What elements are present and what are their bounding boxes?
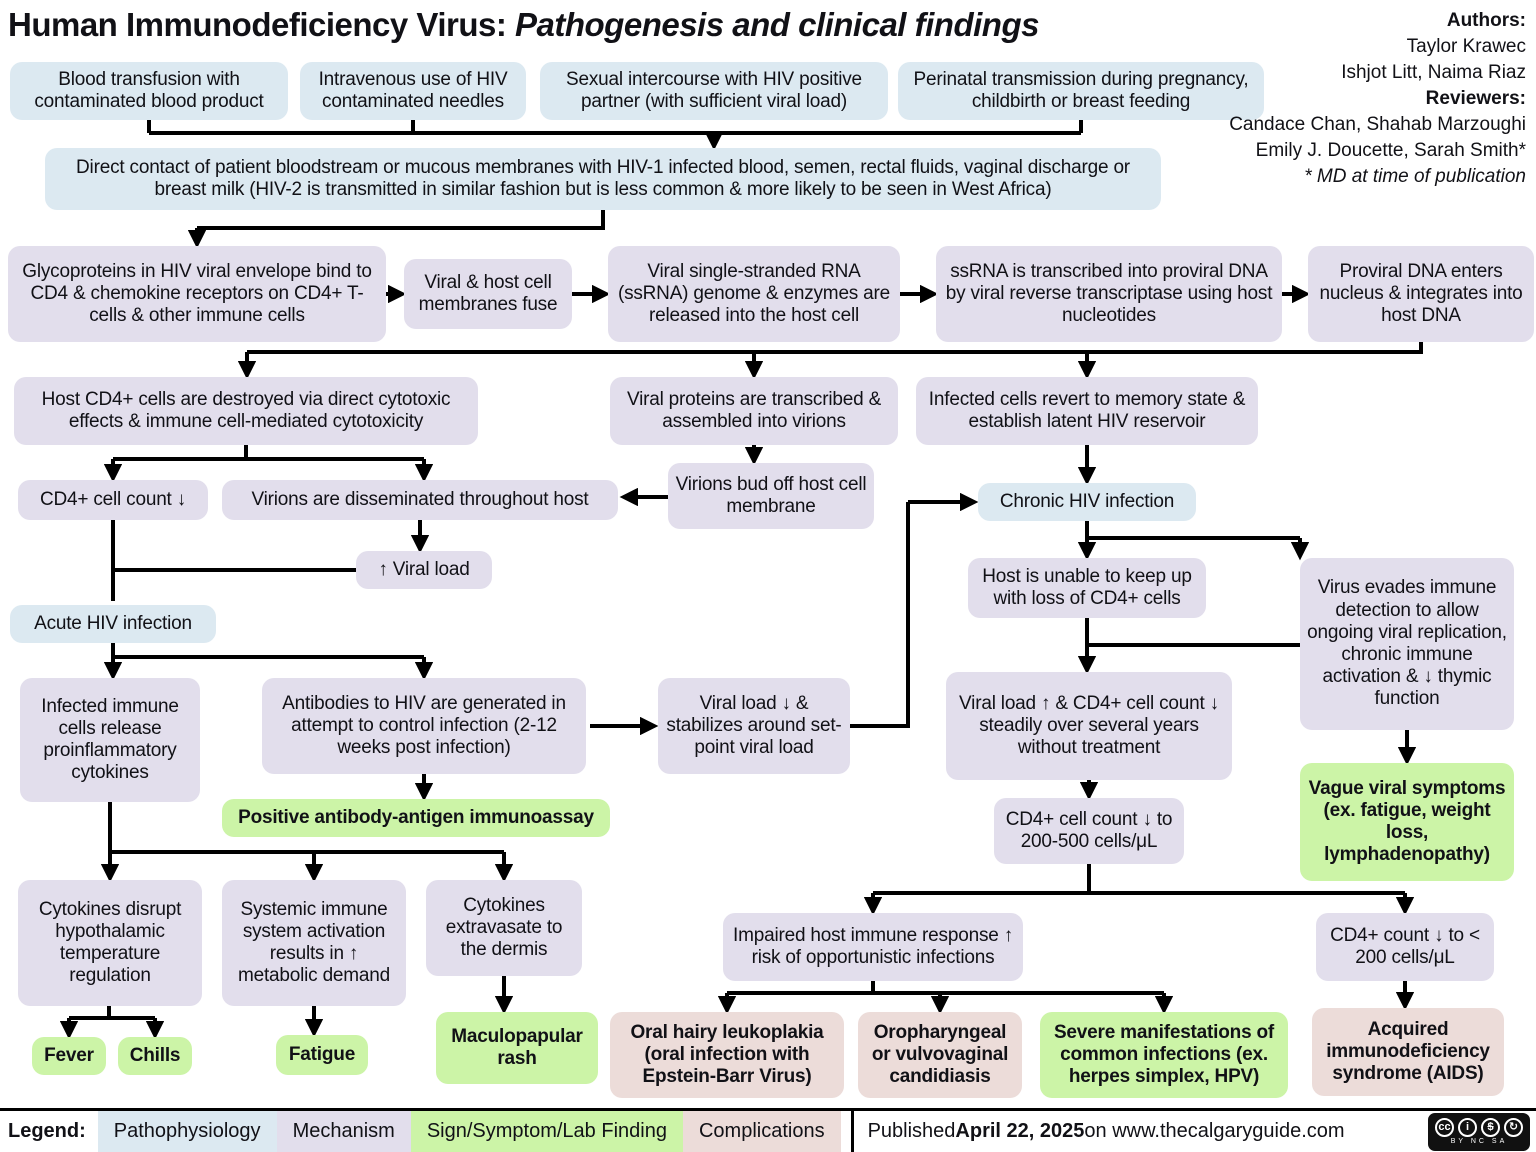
node-iv-needles: Intravenous use of HIV contaminated need… <box>300 62 526 120</box>
node-perinatal: Perinatal transmission during pregnancy,… <box>898 62 1264 120</box>
node-glycoprotein-binding: Glycoproteins in HIV viral envelope bind… <box>8 246 386 342</box>
node-cd4-200-500: CD4+ cell count ↓ to 200-500 cells/μL <box>994 798 1184 864</box>
published-date: April 22, 2025 <box>955 1120 1085 1142</box>
node-disseminated: Virions are disseminated throughout host <box>222 480 618 520</box>
legend-chip-mechanism: Mechanism <box>276 1111 411 1152</box>
node-fever: Fever <box>32 1037 106 1075</box>
published-line: Published April 22, 2025 on www.thecalga… <box>854 1111 1345 1152</box>
node-cd4-destruction: Host CD4+ cells are destroyed via direct… <box>14 377 478 445</box>
node-ssrna-release: Viral single-stranded RNA (ssRNA) genome… <box>608 246 900 342</box>
node-cd4-count-down: CD4+ cell count ↓ <box>18 480 208 520</box>
node-maculopapular-rash: Maculopapular rash <box>436 1012 598 1084</box>
node-chronic-hiv: Chronic HIV infection <box>978 483 1196 521</box>
node-viral-load-up: ↑ Viral load <box>356 551 492 589</box>
node-proviral-integration: Proviral DNA enters nucleus & integrates… <box>1308 246 1534 342</box>
node-candidiasis: Oropharyngeal or vulvovaginal candidiasi… <box>858 1012 1022 1098</box>
node-direct-contact: Direct contact of patient bloodstream or… <box>45 148 1161 210</box>
legend-chip-pathophysiology: Pathophysiology <box>97 1111 277 1152</box>
node-immunoassay: Positive antibody-antigen immunoassay <box>222 799 610 837</box>
published-site: on www.thecalgaryguide.com <box>1084 1120 1345 1142</box>
node-acute-hiv: Acute HIV infection <box>10 605 216 643</box>
node-steady-decline: Viral load ↑ & CD4+ cell count ↓ steadil… <box>946 672 1232 780</box>
node-severe-manifestations: Severe manifestations of common infectio… <box>1040 1012 1288 1098</box>
cc-caption: BY NC SA <box>1450 1138 1508 1145</box>
author-line: Taylor Krawec <box>1406 36 1526 57</box>
page-title: Human Immunodeficiency Virus: Pathogenes… <box>8 6 1039 44</box>
attribution-icon: i <box>1458 1118 1477 1137</box>
node-chills: Chills <box>118 1037 192 1075</box>
legend-bar: Legend: Pathophysiology Mechanism Sign/S… <box>0 1108 1536 1152</box>
reviewer-line: Emily J. Doucette, Sarah Smith* <box>1255 140 1526 161</box>
node-cytokine-extravasation: Cytokines extravasate to the dermis <box>426 880 582 976</box>
node-virion-budding: Virions bud off host cell membrane <box>668 463 874 529</box>
authors-label: Authors: <box>1446 10 1526 31</box>
legend-label: Legend: <box>8 1120 86 1142</box>
node-membrane-fusion: Viral & host cell membranes fuse <box>404 259 572 329</box>
cc-logo-icon: cc <box>1435 1118 1454 1137</box>
reviewers-label: Reviewers: <box>1425 88 1526 109</box>
title-subtitle: Pathogenesis and clinical findings <box>515 6 1039 43</box>
node-cytokine-release: Infected immune cells release proinflamm… <box>20 678 200 802</box>
noncommercial-icon: $ <box>1481 1118 1500 1137</box>
node-antibodies: Antibodies to HIV are generated in attem… <box>262 678 586 774</box>
author-line: Ishjot Litt, Naima Riaz <box>1341 62 1526 83</box>
node-virion-assembly: Viral proteins are transcribed & assembl… <box>610 377 898 445</box>
node-fatigue: Fatigue <box>276 1035 368 1075</box>
node-impaired-immunity: Impaired host immune response ↑ risk of … <box>723 913 1023 981</box>
md-footnote: * MD at time of publication <box>1304 166 1526 187</box>
node-systemic-activation: Systemic immune system activation result… <box>222 880 406 1006</box>
legend-chip-sign-symptom: Sign/Symptom/Lab Finding <box>410 1111 683 1152</box>
node-aids: Acquired immunodeficiency syndrome (AIDS… <box>1312 1008 1504 1096</box>
reviewer-line: Candace Chan, Shahab Marzoughi <box>1229 114 1526 135</box>
legend-chip-complications: Complications <box>682 1111 841 1152</box>
node-oral-hairy-leukoplakia: Oral hairy leukoplakia (oral infection w… <box>610 1012 844 1098</box>
node-host-unable: Host is unable to keep up with loss of C… <box>968 558 1206 618</box>
cc-license-badge: cc i $ ↻ BY NC SA <box>1428 1112 1530 1151</box>
node-blood-transfusion: Blood transfusion with contaminated bloo… <box>10 62 288 120</box>
title-main: Human Immunodeficiency Virus: <box>8 6 516 43</box>
node-reverse-transcription: ssRNA is transcribed into proviral DNA b… <box>936 246 1282 342</box>
node-vague-symptoms: Vague viral symptoms (ex. fatigue, weigh… <box>1300 763 1514 881</box>
node-latent-reservoir: Infected cells revert to memory state & … <box>916 377 1258 445</box>
node-cd4-under-200: CD4+ count ↓ to < 200 cells/μL <box>1316 913 1494 981</box>
node-setpoint-load: Viral load ↓ & stabilizes around set-poi… <box>658 678 850 774</box>
node-hypothalamic-disruption: Cytokines disrupt hypothalamic temperatu… <box>18 880 202 1006</box>
node-immune-evasion: Virus evades immune detection to allow o… <box>1300 558 1514 730</box>
legend-divider <box>850 1111 854 1152</box>
credits-block: Authors: Taylor Krawec Ishjot Litt, Naim… <box>1229 8 1526 190</box>
published-prefix: Published <box>867 1120 956 1142</box>
node-sexual-intercourse: Sexual intercourse with HIV positive par… <box>540 62 888 120</box>
sharealike-icon: ↻ <box>1504 1118 1523 1137</box>
